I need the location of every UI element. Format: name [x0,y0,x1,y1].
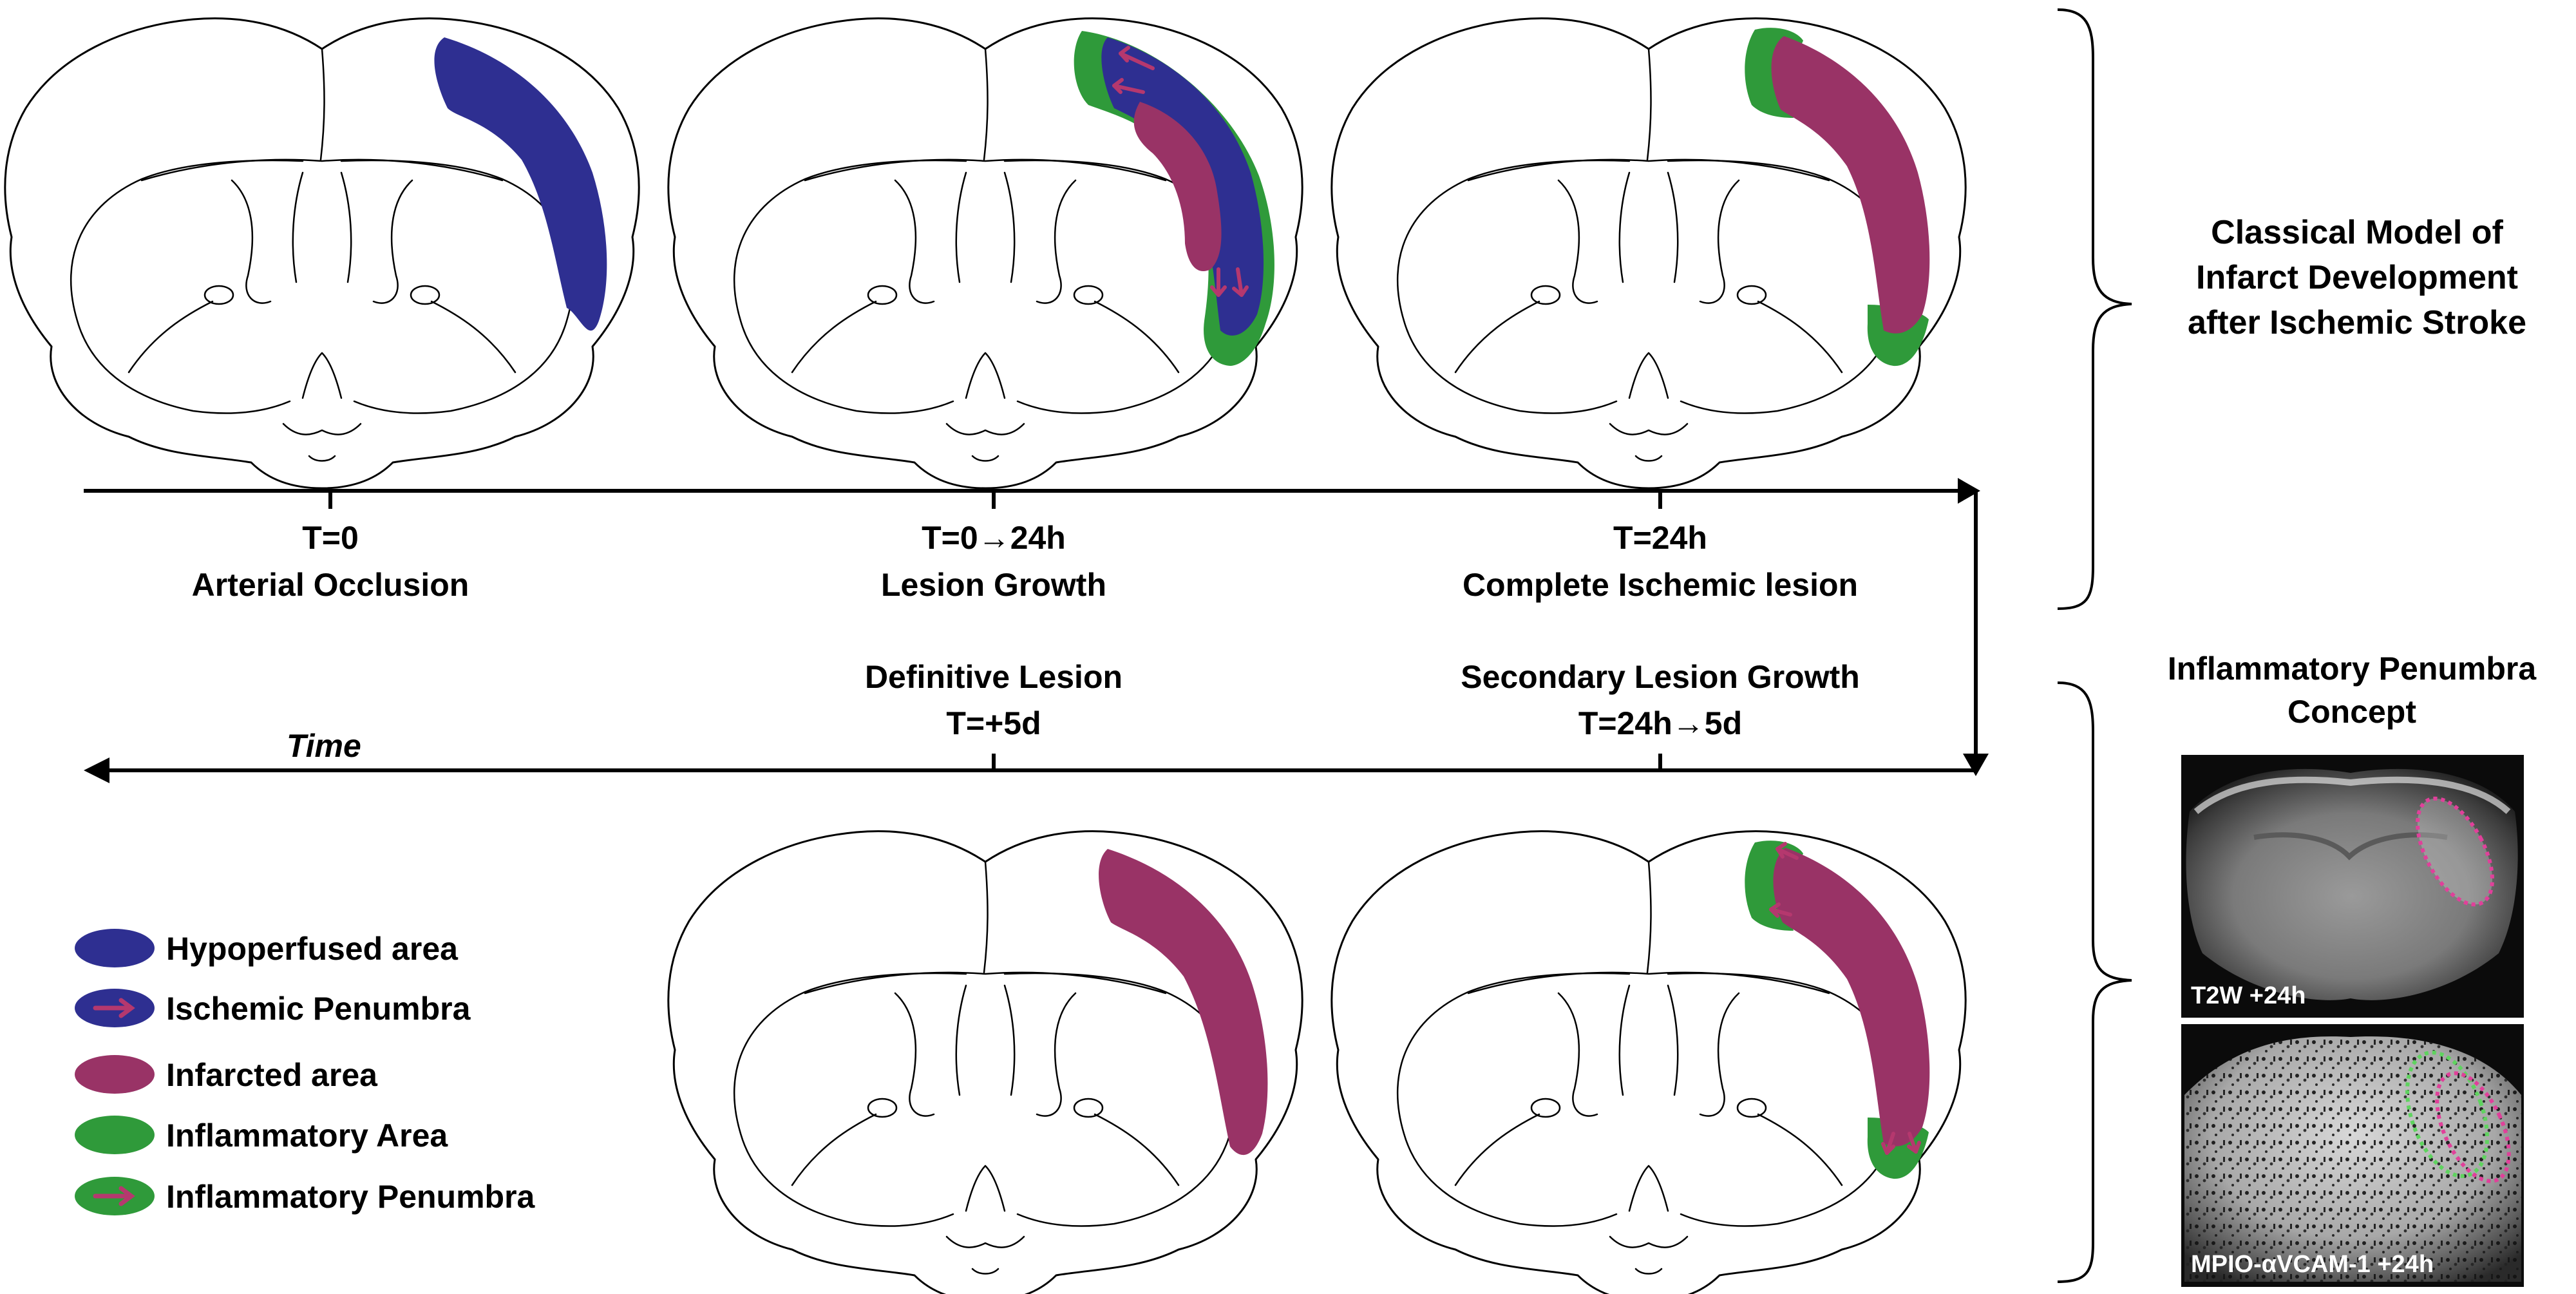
penumbra-arrows [1112,46,1249,297]
legend-item-hypoperfused: Hypoperfused area [75,929,459,967]
lesion-outline-green [2405,1051,2489,1178]
legend-swatch [75,929,155,967]
growth-line1: T=0→24h [922,520,1066,556]
infarcted-area [1771,36,1930,334]
arrowhead-left [84,757,109,783]
definitive-line2: T=+5d [946,705,1041,741]
brain-complete-lesion [1331,17,1967,490]
arrow-right-icon [93,1186,135,1206]
classical-model-line2: Infarct Development [2196,259,2518,296]
brain-t0 [4,17,640,490]
brain-secondary-growth [1331,830,1967,1294]
t0-line1: T=0 [302,520,359,556]
mri-vcam-panel: MPIO-αVCAM-1 +24h [2181,1024,2524,1287]
complete-line1: T=24h [1613,520,1707,556]
mri-t2w-panel: T2W +24h [2181,755,2524,1018]
secondary-line1: Secondary Lesion Growth [1461,659,1860,695]
concept-line2: Concept [2287,694,2416,730]
legend-label: Ischemic Penumbra [166,991,471,1027]
arrowhead-down [1963,754,1989,776]
inflammatory-penumbra-arrows [1769,842,1921,1155]
timeline [84,489,1978,772]
time-label: Time [287,728,361,764]
legend-swatch [75,1055,155,1094]
concept-line1: Inflammatory Penumbra [2168,651,2537,687]
legend-label: Inflammatory Area [166,1118,448,1154]
definitive-line1: Definitive Lesion [865,659,1122,695]
lesion-outline-pink [2416,796,2494,907]
legend-swatch [75,1116,155,1154]
growth-line2: Lesion Growth [881,567,1106,603]
legend-item-inflammatory-area: Inflammatory Area [75,1116,448,1154]
legend-item-ischemic-penumbra: Ischemic Penumbra [75,989,471,1027]
complete-line2: Complete Ischemic lesion [1463,567,1858,603]
infarct-core [1133,102,1222,272]
infarcted-area [1773,848,1930,1147]
legend-label: Inflammatory Penumbra [166,1179,536,1215]
legend: Hypoperfused area Ischemic Penumbra Infa… [75,929,536,1215]
classical-model-line3: after Ischemic Stroke [2188,304,2526,341]
hypoperfused-fill [434,37,607,331]
arrow-right-icon [93,998,135,1018]
legend-item-inflammatory-penumbra: Inflammatory Penumbra [75,1177,536,1215]
classical-model-line1: Classical Model of [2211,214,2503,251]
secondary-line2: T=24h→5d [1578,705,1742,741]
infarcted-area [1099,849,1268,1156]
brace-bottom [2057,681,2132,1283]
brace-top [2057,8,2132,610]
mri-label: T2W +24h [2191,982,2306,1009]
mri-label: MPIO-αVCAM-1 +24h [2191,1251,2434,1278]
brain-lesion-growth [667,17,1303,490]
hypoperfused-region [434,37,607,331]
legend-item-infarcted: Infarcted area [75,1055,378,1094]
legend-label: Hypoperfused area [166,931,459,967]
brain-definitive-lesion [667,830,1303,1294]
arrowhead-top [1958,478,1980,504]
t0-line2: Arterial Occlusion [192,567,469,603]
lesion-outline-pink [2435,1071,2511,1183]
legend-label: Infarcted area [166,1057,378,1093]
